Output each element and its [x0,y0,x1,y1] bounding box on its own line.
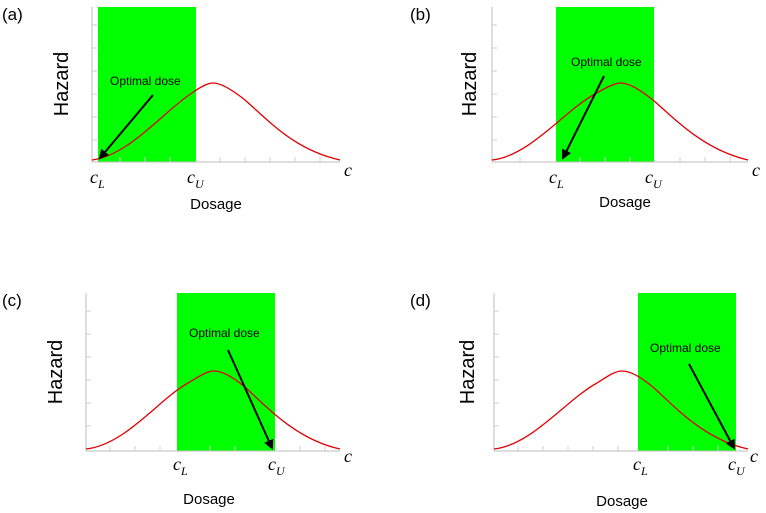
x-axis-label: Dosage [599,194,651,211]
hazard-curve [85,370,341,450]
svg-text:cU: cU [645,167,663,191]
safe-dose-band [556,7,654,162]
hazard-curve [491,82,749,161]
lower-limit-label: cL [173,454,188,478]
x-axis-label: Dosage [596,493,648,510]
panel-label: (a) [2,5,23,24]
y-axis-label: Hazard [45,340,67,404]
upper-limit-label: cU [268,454,286,478]
x-ticks [109,446,326,451]
safe-dose-band [177,293,275,451]
y-axis-label: Hazard [459,52,481,116]
hazard-curve [493,370,749,450]
panel-d: (d) Hazard Optimal dose cL [410,291,758,510]
x-ticks [519,157,731,162]
optimal-dose-label: Optimal dose [110,74,181,88]
lower-limit-label: cL [549,167,564,191]
panel-label: (d) [410,291,431,310]
upper-limit-label: cU [187,167,205,191]
optimal-dose-label: Optimal dose [571,55,642,69]
x-axis-symbol: c [344,446,352,466]
y-ticks [92,24,97,141]
panel-b: (b) Hazard Optimal dose cL cU [410,5,760,211]
safe-dose-band [638,293,736,451]
optimal-dose-label: Optimal dose [189,326,260,340]
optimal-dose-arrow [227,349,274,450]
optimal-dose-arrow [688,363,735,450]
svg-text:cL: cL [549,167,564,191]
svg-text:cL: cL [633,454,648,478]
y-ticks [494,310,499,427]
svg-text:cL: cL [173,454,188,478]
x-axis-symbol: c [752,160,760,180]
hazard-curve [91,82,341,161]
y-axis-label: Hazard [51,52,73,116]
optimal-dose-arrow [98,94,154,160]
x-ticks [517,446,719,451]
y-ticks [86,310,91,427]
y-axis-label: Hazard [457,340,479,404]
panel-label: (b) [410,5,431,24]
panel-a: (a) Hazard Optimal dose cL [2,5,352,213]
lower-limit-label: cL [90,167,105,191]
x-axis-symbol: c [344,160,352,180]
svg-text:cU: cU [268,454,286,478]
x-axis-label: Dosage [190,196,242,213]
optimal-dose-label: Optimal dose [650,341,721,355]
upper-limit-label: cU [728,454,746,478]
svg-text:cU: cU [187,167,205,191]
upper-limit-label: cU [645,167,663,191]
optimal-dose-arrow [562,75,605,160]
x-axis-symbol: c [750,446,758,466]
x-ticks [119,157,321,162]
panel-c: (c) Hazard Optimal dose cL cU [2,291,352,508]
lower-limit-label: cL [633,454,648,478]
svg-text:cL: cL [90,167,105,191]
y-ticks [492,24,497,141]
svg-text:cU: cU [728,454,746,478]
x-axis-label: Dosage [183,491,235,508]
panel-label: (c) [2,291,22,310]
safe-dose-band [98,7,196,162]
